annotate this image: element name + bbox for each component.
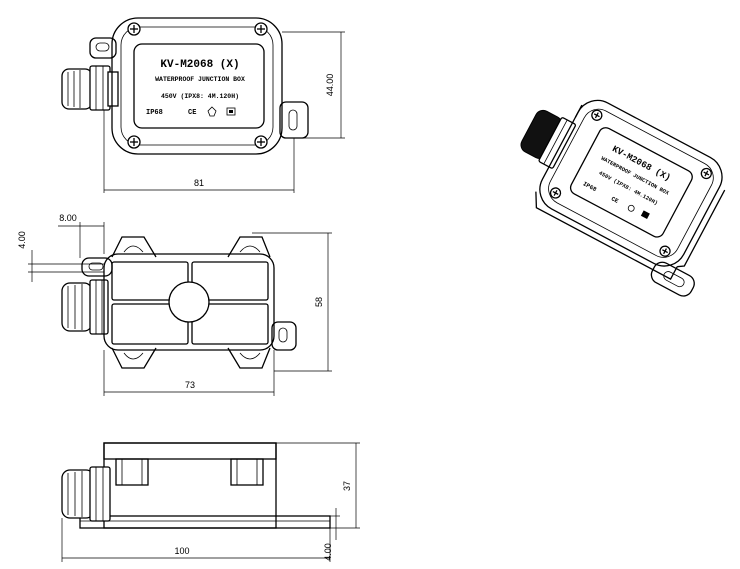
top-body-inner	[120, 26, 274, 146]
mid-center-circle	[168, 281, 210, 323]
mid-lug-tr	[227, 236, 271, 258]
top-right-slot	[288, 109, 298, 131]
dim-mid-width: 73	[185, 380, 195, 390]
label-model: KV-M2068 (X)	[160, 59, 239, 71]
iso-cable-gland	[520, 109, 576, 169]
dim-top-width: 81	[194, 178, 204, 188]
top-label-plate	[133, 43, 265, 129]
top-screw-bl	[127, 135, 141, 149]
iso-right-tab	[650, 261, 695, 297]
label-line2: 450V (IPX8: 4M.120H)	[161, 93, 239, 100]
side-cable-gland	[61, 466, 111, 522]
mid-lug-br	[227, 347, 271, 369]
top-body	[111, 17, 283, 155]
recycle-icon	[207, 106, 217, 117]
iso-recycle-icon	[627, 204, 635, 212]
mid-quad-tr	[191, 261, 269, 301]
mid-left-tab	[81, 257, 113, 277]
iso-bin-icon	[640, 210, 650, 219]
top-cable-gland	[61, 65, 119, 111]
dim-side-height: 37	[342, 481, 352, 491]
iso-label-ce: CE	[610, 195, 620, 205]
iso-body	[539, 99, 723, 267]
mid-cable-gland	[61, 279, 109, 335]
mid-lug-tl	[111, 236, 157, 258]
side-view: 37 100 4.00	[61, 442, 360, 562]
dim-mid-tab-h: 4.00	[17, 231, 27, 249]
side-lid	[103, 442, 277, 460]
top-screw-br	[254, 135, 268, 149]
top-screw-tr	[254, 22, 268, 36]
dim-top-height: 44.00	[325, 74, 335, 97]
dim-mid-tab: 8.00	[59, 213, 77, 223]
iso-label-ip: IP68	[582, 180, 598, 193]
mid-quad-br	[191, 303, 269, 345]
middle-view: 8.00 4.00 58 73	[17, 213, 332, 396]
dim-mid-height: 58	[314, 297, 324, 307]
side-base	[79, 515, 331, 529]
top-left-slot	[95, 42, 110, 52]
label-line1: WATERPROOF JUNCTION BOX	[155, 76, 245, 83]
mid-quad-bl	[111, 303, 189, 345]
side-boss-right	[230, 458, 264, 486]
mid-lug-bl	[111, 347, 157, 369]
mid-quad-tl	[111, 261, 189, 301]
label-ce: CE	[188, 109, 196, 117]
top-left-tab	[89, 37, 117, 59]
label-ip: IP68	[146, 109, 163, 117]
top-right-tab	[279, 101, 309, 139]
bin-icon	[226, 107, 236, 116]
iso-label-plate	[569, 127, 693, 238]
dim-side-base: 4.00	[323, 543, 333, 561]
mid-body	[103, 253, 275, 351]
top-screw-tl	[127, 22, 141, 36]
mid-right-tab	[271, 321, 297, 351]
isometric-view: KV-M2068 (X) WATERPROOF JUNCTION BOX 450…	[520, 99, 726, 297]
side-boss-left	[115, 458, 149, 486]
top-view: KV-M2068 (X) WATERPROOF JUNCTION BOX 450…	[61, 17, 345, 193]
dim-side-width: 100	[174, 546, 189, 556]
